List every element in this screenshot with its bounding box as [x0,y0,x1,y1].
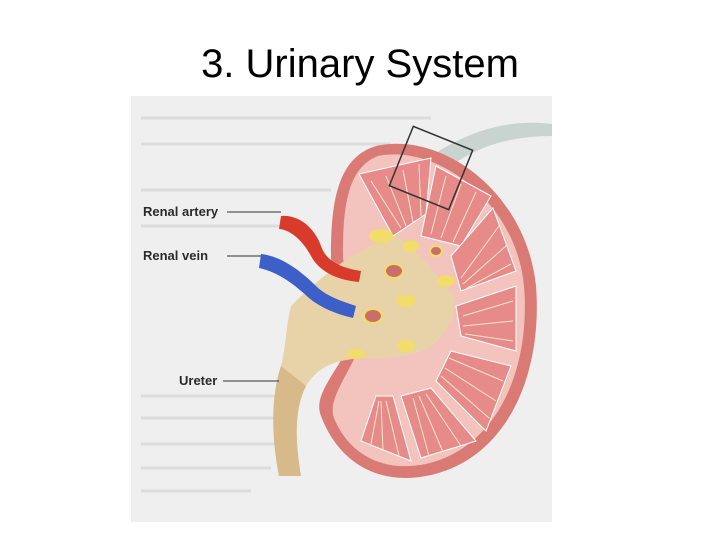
sinus-fat [347,229,455,359]
label-ureter: Ureter [179,373,218,388]
pyramid-striations [370,163,514,457]
label-renal-vein: Renal vein [143,248,209,263]
label-renal-artery: Renal artery [143,204,219,219]
background-text-lines [141,116,431,493]
renal-artery [279,215,361,282]
vessel-sections [363,245,443,324]
label-leader-lines [223,211,281,382]
background-swoosh [431,122,552,166]
ureter-tube [273,366,306,476]
renal-vein [259,254,356,318]
zoom-box-icon [388,125,474,211]
kidney-diagram: Renal artery Renal vein Ureter [131,96,552,522]
kidney-cross-section [141,116,552,493]
slide-title: 3. Urinary System [201,42,519,86]
